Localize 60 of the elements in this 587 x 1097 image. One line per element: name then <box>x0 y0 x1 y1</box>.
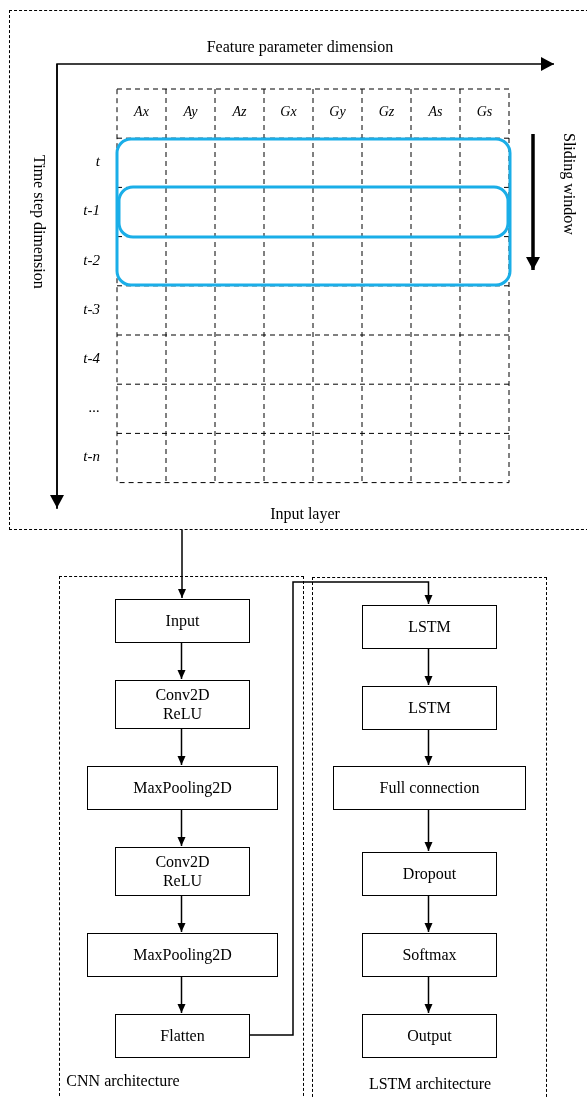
column-header: As <box>428 104 443 120</box>
row-header: t-2 <box>83 251 100 269</box>
column-header: Az <box>232 104 247 120</box>
box-label: MaxPooling2D <box>133 778 232 798</box>
group-caption: LSTM architecture <box>368 1075 492 1093</box>
box-label: Full connection <box>379 778 480 798</box>
box-label: LSTM <box>408 698 451 718</box>
dashed-group-frame <box>9 10 587 530</box>
process-box <box>333 766 526 810</box>
arrow <box>177 641 186 680</box>
process-box <box>115 847 250 896</box>
arrow <box>177 894 186 933</box>
arrow <box>424 808 433 852</box>
box-label: Dropout <box>402 864 457 884</box>
box-label: Input <box>165 611 200 631</box>
row-header: t <box>95 153 100 171</box>
row-header: t-1 <box>83 202 100 220</box>
box-label: MaxPooling2D <box>133 945 232 965</box>
axis-label: Time step dimension <box>30 155 48 289</box>
box-label: Conv2D ReLU <box>154 853 211 890</box>
axis-label: Feature parameter dimension <box>206 38 394 56</box>
column-header: Gs <box>476 104 493 120</box>
process-box <box>115 680 250 729</box>
box-label: Conv2D ReLU <box>154 686 211 723</box>
row-header: t-4 <box>83 350 100 367</box>
process-box <box>362 933 497 977</box>
arrow <box>177 975 186 1014</box>
box-label: LSTM <box>408 617 451 637</box>
process-box <box>362 605 497 649</box>
dashed-group-frame <box>59 576 304 1097</box>
arrow <box>178 529 186 599</box>
group-caption: Input layer <box>270 505 340 523</box>
column-header: Gz <box>378 104 395 120</box>
column-header: Gy <box>329 104 346 120</box>
arrow <box>424 728 433 766</box>
column-header: Ax <box>134 104 149 120</box>
process-box <box>362 686 497 730</box>
arrow <box>424 975 433 1014</box>
axis-label: Sliding window <box>560 133 578 235</box>
dashed-group-frame <box>312 577 547 1097</box>
arrow <box>424 894 433 933</box>
column-header: Ay <box>183 104 198 120</box>
group-caption: CNN architecture <box>66 1072 180 1090</box>
process-box <box>115 599 250 643</box>
process-box <box>87 933 278 977</box>
box-label: Softmax <box>402 945 457 965</box>
process-box <box>87 766 278 810</box>
arrow <box>424 647 433 686</box>
row-header: t-3 <box>83 300 100 318</box>
process-box <box>362 1014 497 1058</box>
arrow <box>177 808 186 847</box>
box-label: Flatten <box>160 1026 205 1046</box>
row-header: ... <box>88 399 100 417</box>
arrow <box>177 727 186 766</box>
column-header: Gx <box>280 104 297 120</box>
arrow <box>248 581 433 1036</box>
process-box <box>362 852 497 896</box>
box-label: Output <box>407 1026 452 1046</box>
row-header: t-n <box>83 448 100 466</box>
process-box <box>115 1014 250 1058</box>
